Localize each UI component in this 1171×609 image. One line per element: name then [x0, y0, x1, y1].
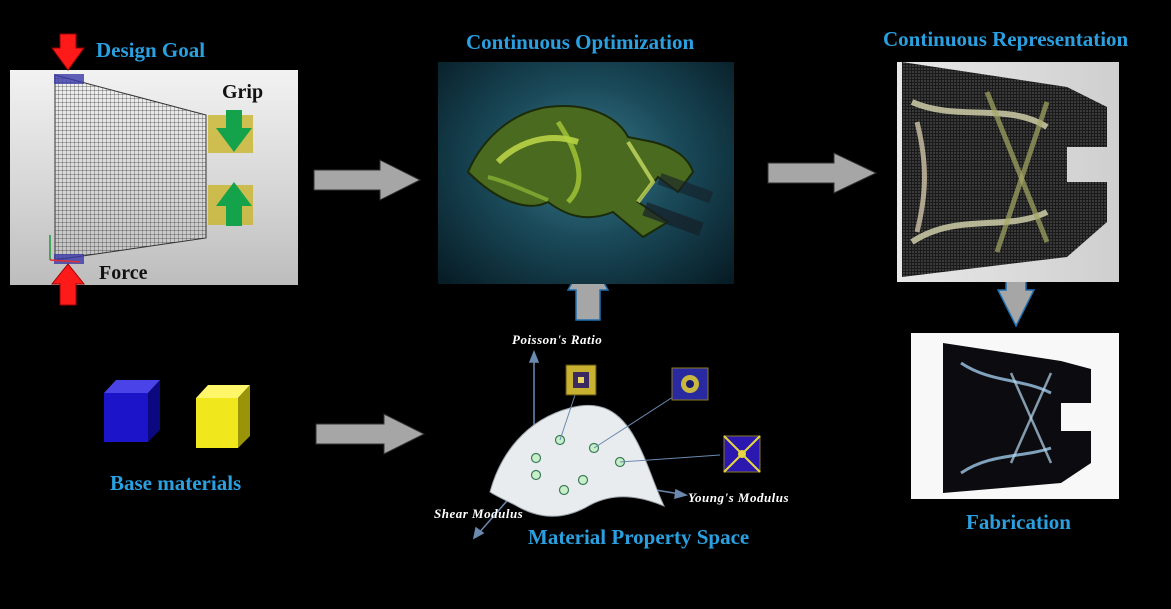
fabrication-title: Fabrication — [966, 510, 1071, 534]
force-label: Force — [99, 262, 148, 284]
voxel-representation — [902, 62, 1107, 277]
property-surface — [489, 404, 665, 517]
poissons-ratio-label: Poisson's Ratio — [512, 332, 603, 347]
blue-cube-icon — [104, 380, 160, 442]
youngs-modulus-label: Young's Modulus — [688, 490, 790, 505]
base-materials-title: Base materials — [110, 471, 242, 495]
microstructure-cube-3-icon — [723, 435, 761, 473]
grip-label: Grip — [222, 81, 264, 103]
design-goal-title: Design Goal — [96, 38, 206, 62]
flow-arrow-right-2-icon — [767, 152, 878, 194]
microstructure-cube-1-icon — [565, 364, 597, 396]
property-samples — [530, 434, 626, 496]
property-space-title: Material Property Space — [528, 525, 750, 549]
optimization-title: Continuous Optimization — [466, 30, 695, 54]
shear-modulus-label: Shear Modulus — [434, 506, 524, 521]
sample-leader-lines — [559, 394, 721, 463]
yellow-cube-icon — [196, 385, 250, 448]
optimized-shape — [466, 105, 714, 239]
force-arrow-top-icon — [51, 33, 85, 71]
fabrication-panel — [911, 333, 1119, 499]
fabricated-part — [943, 343, 1091, 493]
representation-title: Continuous Representation — [883, 27, 1129, 51]
flow-arrow-right-3-icon — [315, 413, 426, 455]
optimization-panel — [438, 62, 734, 284]
representation-panel — [897, 62, 1119, 282]
microstructure-cube-2-icon — [671, 367, 709, 401]
flow-arrow-right-1-icon — [313, 159, 422, 201]
